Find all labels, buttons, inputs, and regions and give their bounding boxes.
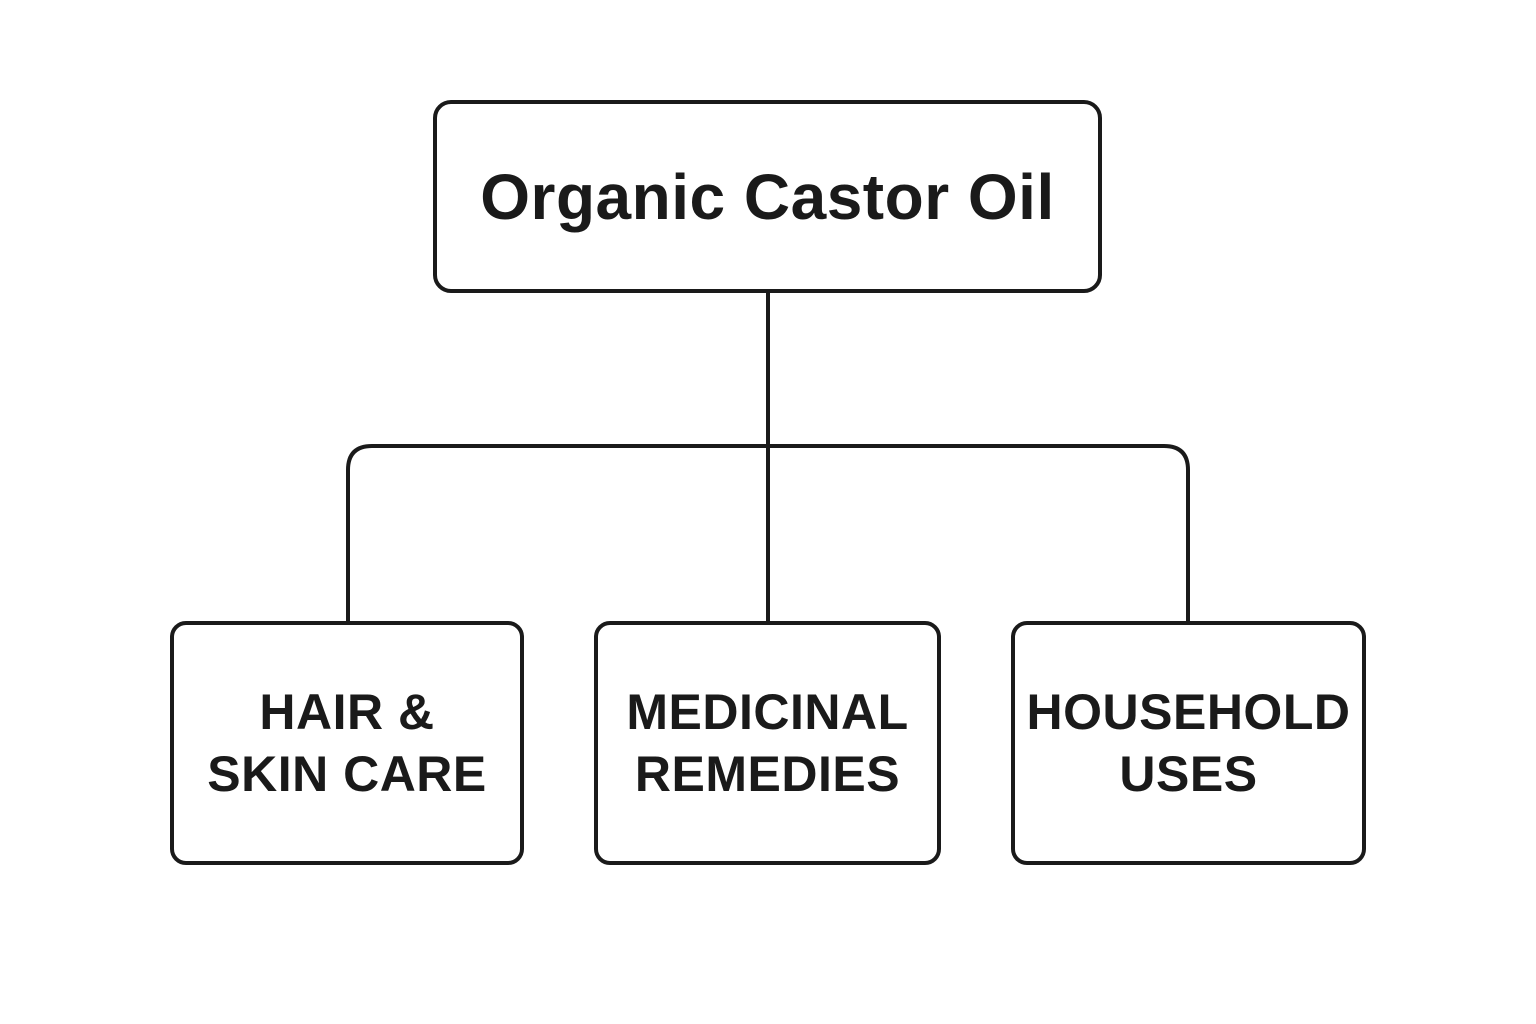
root-node: Organic Castor Oil bbox=[433, 100, 1102, 293]
child-node-label: HAIR & SKIN CARE bbox=[207, 684, 487, 802]
child-node-household-uses: HOUSEHOLD USES bbox=[1011, 621, 1366, 865]
child-node-label: MEDICINAL REMEDIES bbox=[626, 684, 909, 802]
child-node-medicinal-remedies: MEDICINAL REMEDIES bbox=[594, 621, 941, 865]
branch-connector bbox=[346, 444, 1190, 621]
root-node-label: Organic Castor Oil bbox=[480, 160, 1055, 233]
child-node-label: HOUSEHOLD USES bbox=[1026, 684, 1351, 802]
child-node-hair-skin-care: HAIR & SKIN CARE bbox=[170, 621, 524, 865]
